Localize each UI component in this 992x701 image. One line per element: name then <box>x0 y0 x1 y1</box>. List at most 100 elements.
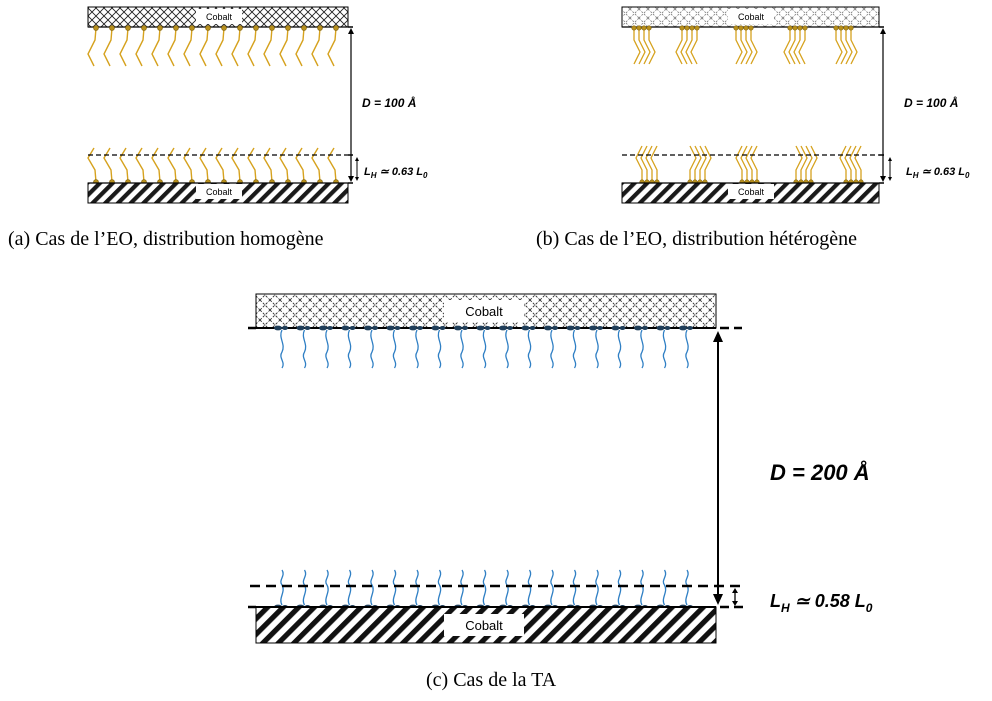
anchor-dot <box>439 326 446 330</box>
eo-chain <box>151 147 161 183</box>
eo-chain <box>311 27 321 67</box>
ta-chain <box>347 329 352 369</box>
eo-chain <box>844 145 852 182</box>
eo-chain <box>643 28 651 65</box>
anchor-dot <box>589 325 597 331</box>
eo-chain <box>638 28 646 65</box>
anchor-dot <box>274 325 282 331</box>
ta-chain <box>460 569 464 606</box>
anchor-dot <box>296 325 305 331</box>
anchor-dot <box>521 325 530 331</box>
ta-chain <box>617 569 622 606</box>
eo-chain <box>798 28 806 65</box>
anchor-dot <box>679 325 687 331</box>
anchor-dot <box>619 326 626 330</box>
distance-label-a: D = 100 Å <box>362 96 416 110</box>
anchor-dot <box>253 25 259 31</box>
eo-chain <box>215 27 225 67</box>
ta-chain <box>550 329 554 369</box>
eo-chain <box>135 147 145 183</box>
ta-chain <box>325 569 329 606</box>
ta-chain <box>482 569 487 606</box>
anchor-dot <box>664 326 671 330</box>
eo-chain <box>135 27 145 67</box>
anchor-dot <box>843 25 849 31</box>
anchor-dot <box>611 325 620 331</box>
eo-chain <box>740 28 748 65</box>
anchor-dot <box>237 25 243 31</box>
anchor-dot <box>646 25 652 31</box>
eo-chain <box>750 145 758 182</box>
ta-chain <box>505 329 509 369</box>
eo-chain <box>183 27 193 67</box>
eo-chain <box>199 147 209 183</box>
ta-chain <box>617 329 622 369</box>
anchor-dot <box>642 326 648 330</box>
eo-chain <box>745 28 753 65</box>
substrate-label-c-bottom: Cobalt <box>465 618 503 633</box>
eo-chain <box>103 147 113 183</box>
eo-chain <box>119 147 129 183</box>
eo-chain <box>805 145 813 182</box>
ta-chain <box>325 329 329 369</box>
ta-chain <box>347 569 352 606</box>
ta-chain <box>370 569 374 606</box>
anchor-dot <box>597 326 603 330</box>
eo-chain <box>740 145 748 182</box>
ta-chain <box>527 569 532 606</box>
ta-chain <box>302 569 307 606</box>
ta-chain <box>437 329 442 369</box>
eo-chain <box>327 147 337 183</box>
anchor-dot <box>687 326 693 330</box>
eo-chain <box>151 27 161 67</box>
anchor-dot <box>304 326 311 330</box>
substrate-label-b-top: Cobalt <box>738 12 765 22</box>
ta-chain <box>460 329 464 369</box>
anchor-dot <box>848 25 854 31</box>
eo-chain <box>849 145 857 182</box>
distance-label-c: D = 200 Å <box>770 460 870 485</box>
ta-chain <box>437 569 442 606</box>
ta-chain <box>662 569 667 606</box>
eo-chain <box>850 28 858 65</box>
eo-chain <box>247 27 257 67</box>
panel-a: Cobalt Cobalt D = 100 Å LH ≃ 0.63 L0 <box>87 6 428 204</box>
ta-chain <box>662 329 667 369</box>
anchor-dot <box>484 326 491 330</box>
chains-c-bottom <box>274 569 693 610</box>
substrate-label-a-top: Cobalt <box>206 12 233 22</box>
ta-chain <box>415 569 419 606</box>
anchor-dot <box>787 25 793 31</box>
eo-chain <box>295 147 305 183</box>
eo-chain <box>295 27 305 67</box>
chains-b-bottom <box>635 145 864 185</box>
anchor-dot <box>499 325 507 331</box>
anchor-dot <box>341 325 350 331</box>
eo-chain <box>839 145 847 182</box>
eo-chain <box>231 27 241 67</box>
eo-chain <box>689 145 697 182</box>
anchor-dot <box>327 326 333 330</box>
anchor-dot <box>462 326 468 330</box>
anchor-dot <box>476 325 485 331</box>
eo-chain <box>263 147 273 183</box>
eo-chain <box>633 28 641 65</box>
anchor-dot <box>529 326 536 330</box>
ta-chain <box>280 569 284 606</box>
anchor-dot <box>733 25 739 31</box>
anchor-dot <box>631 25 637 31</box>
caption-c: (c) Cas de la TA <box>426 669 557 691</box>
anchor-dot <box>743 25 749 31</box>
anchor-dot <box>189 25 195 31</box>
anchor-dot <box>173 25 179 31</box>
anchor-dot <box>349 326 356 330</box>
anchor-dot <box>319 325 327 331</box>
panel-b: Cobalt Cobalt D = 100 Å LH ≃ 0.63 L0 <box>621 6 970 204</box>
eo-chain <box>167 27 177 67</box>
eo-chain <box>735 28 743 65</box>
ta-chain <box>572 569 577 606</box>
eo-chain <box>279 147 289 183</box>
eo-chain <box>215 147 225 183</box>
eo-chain <box>311 147 321 183</box>
chains-a-bottom <box>87 147 339 185</box>
